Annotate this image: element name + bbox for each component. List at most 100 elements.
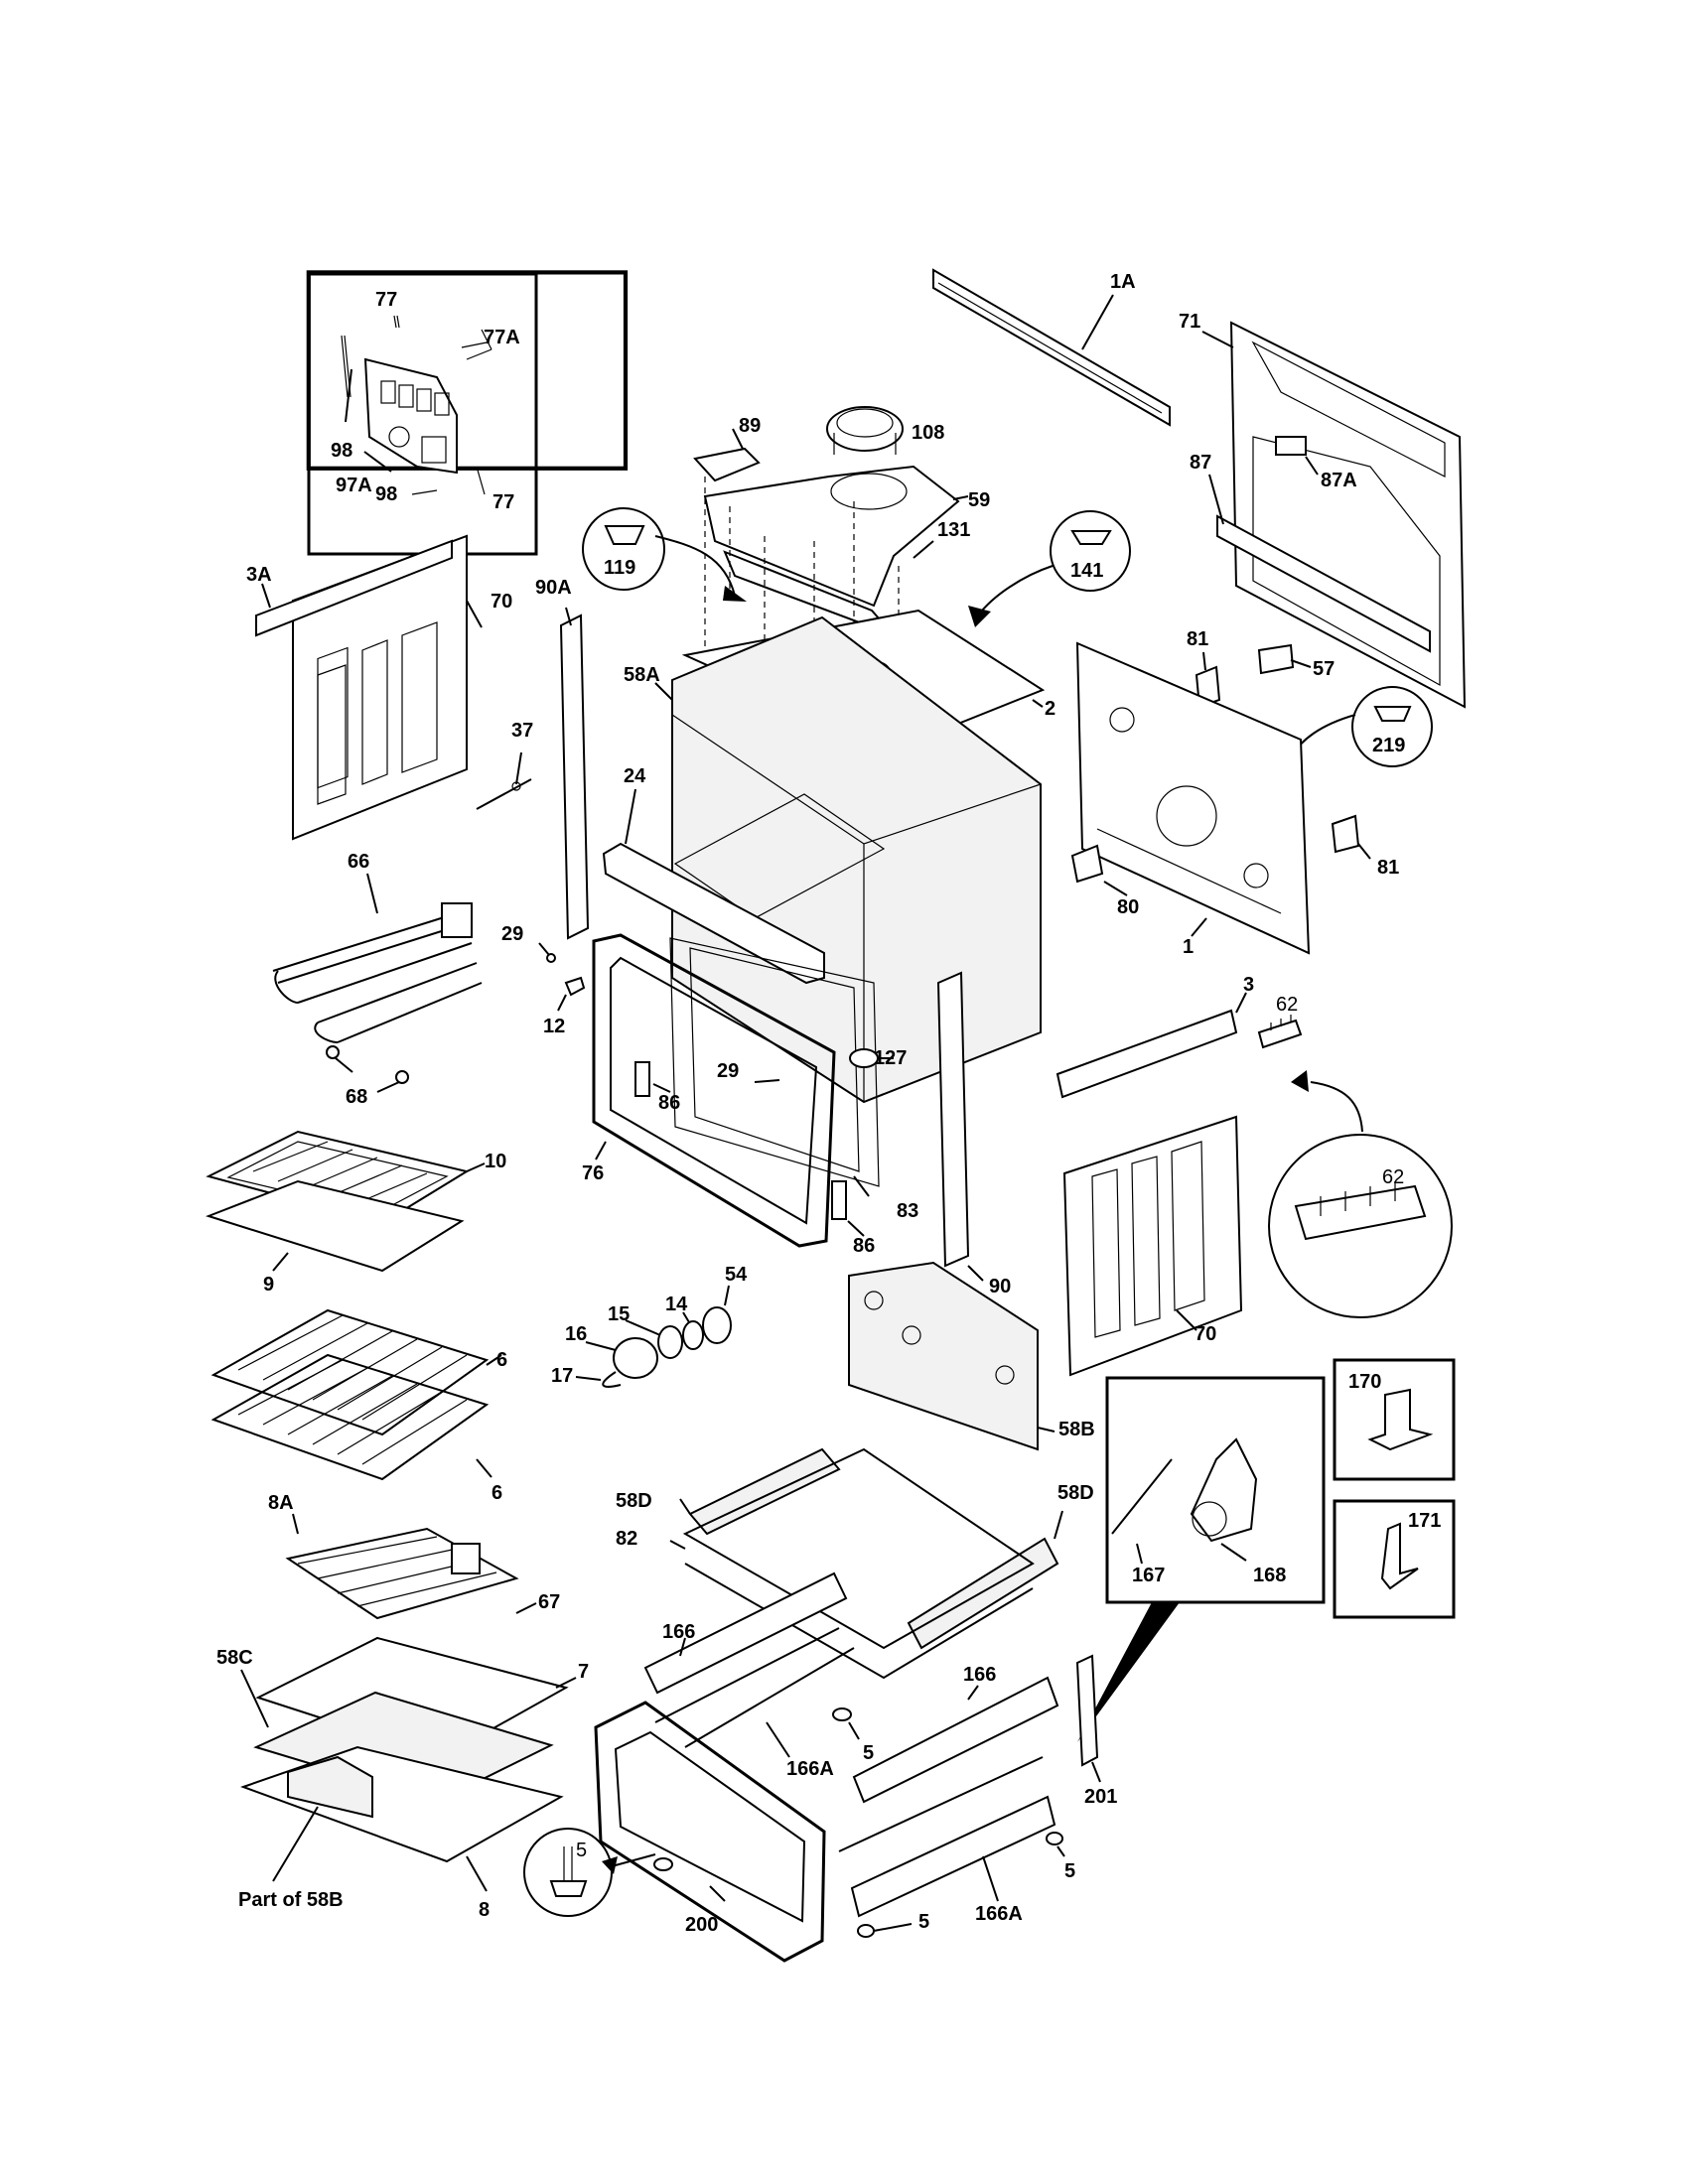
screw-29-center <box>754 1079 780 1083</box>
label-3a: 3A <box>246 564 272 586</box>
screw-29-left <box>538 942 556 963</box>
label-part-of-58b: Part of 58B <box>238 1889 344 1911</box>
lamp-holder-12 <box>557 976 586 1012</box>
bracket-201 <box>1075 1654 1101 1783</box>
label-29-left: 29 <box>501 923 523 945</box>
label-1: 1 <box>1183 936 1194 958</box>
label-166-left: 166 <box>662 1621 695 1643</box>
control-board <box>341 315 492 495</box>
label-6-lower: 6 <box>492 1482 502 1504</box>
inner-liner <box>669 937 880 1187</box>
label-71: 71 <box>1179 311 1200 333</box>
label-58c: 58C <box>216 1647 253 1669</box>
insulation-58d-right <box>907 1510 1063 1650</box>
bracket-81-right <box>1331 814 1371 860</box>
top-rail-1a <box>932 268 1171 427</box>
label-70-left: 70 <box>491 591 512 613</box>
label-3: 3 <box>1243 974 1254 996</box>
bottom-pan-8 <box>240 1745 564 1892</box>
label-2: 2 <box>1045 698 1055 720</box>
label-170: 170 <box>1348 1371 1381 1393</box>
label-80: 80 <box>1117 896 1139 918</box>
wire-17 <box>575 1371 622 1388</box>
hinge-86-lower <box>831 1180 865 1237</box>
callout-62 <box>1268 1070 1453 1318</box>
inset-167-168 <box>1077 1376 1326 1742</box>
label-62-circle: 62 <box>1382 1166 1404 1188</box>
element-66 <box>272 873 483 1043</box>
label-1a: 1A <box>1110 271 1136 293</box>
foot-5-bottom <box>857 1923 913 1938</box>
terminal-block-62 <box>1257 1015 1303 1049</box>
label-10: 10 <box>485 1151 506 1172</box>
label-168: 168 <box>1253 1565 1286 1586</box>
lamp-lens-54 <box>702 1285 732 1344</box>
label-87a: 87A <box>1321 470 1357 491</box>
label-5-center: 5 <box>863 1742 874 1764</box>
label-81-right: 81 <box>1377 857 1399 879</box>
broil-pan-9 <box>205 1179 465 1273</box>
dashed-leaders-top <box>704 477 900 675</box>
bracket-87a <box>1275 436 1319 476</box>
label-58a: 58A <box>624 664 660 686</box>
insulation-58b <box>848 1261 1055 1451</box>
front-frame-76 <box>592 933 836 1248</box>
bracket-87 <box>1208 474 1431 653</box>
frame-24 <box>602 788 825 985</box>
label-200: 200 <box>685 1914 718 1936</box>
label-15: 15 <box>608 1303 630 1325</box>
label-54: 54 <box>725 1264 748 1286</box>
slide-166-left <box>643 1571 848 1695</box>
label-166a-center: 166A <box>786 1758 834 1780</box>
sensor-37 <box>476 751 532 810</box>
rack-6-upper <box>211 1308 502 1436</box>
label-58d-right: 58D <box>1057 1482 1094 1504</box>
back-panel-71 <box>1201 321 1467 709</box>
label-166a-bottom: 166A <box>975 1903 1023 1925</box>
fan-housing-108 <box>826 406 904 455</box>
label-108: 108 <box>912 422 944 444</box>
rack-6-lower <box>211 1353 492 1481</box>
label-166-right: 166 <box>963 1664 996 1686</box>
label-127: 127 <box>874 1047 907 1069</box>
label-68: 68 <box>346 1086 367 1108</box>
clips-68 <box>326 1045 409 1093</box>
label-77a: 77A <box>484 327 520 348</box>
label-58b: 58B <box>1058 1419 1095 1440</box>
bake-element-8a-67 <box>285 1513 537 1620</box>
label-219: 219 <box>1372 735 1405 756</box>
callout-141 <box>968 510 1131 627</box>
label-86-lower: 86 <box>853 1235 875 1257</box>
label-5-callout: 5 <box>576 1840 587 1861</box>
slide-166a-bottom <box>838 1756 1056 1918</box>
bulb-15 <box>625 1319 683 1359</box>
bracket-80 <box>1070 844 1128 896</box>
label-5-bottom: 5 <box>918 1911 929 1933</box>
hinge-86-upper <box>634 1061 671 1097</box>
trim-strip-90a <box>559 607 590 940</box>
label-9: 9 <box>263 1274 274 1296</box>
bracket-57 <box>1257 643 1312 675</box>
insulation-58d-left <box>679 1447 841 1536</box>
trim-3 <box>1055 992 1247 1099</box>
trim-strip-90 <box>936 971 984 1282</box>
panel-83 <box>853 1175 870 1197</box>
label-7: 7 <box>578 1661 589 1683</box>
label-29-center: 29 <box>717 1060 739 1082</box>
drawer-frame-200 <box>594 1627 855 1963</box>
label-87: 87 <box>1190 452 1211 474</box>
inset-170 <box>1333 1358 1456 1481</box>
label-167: 167 <box>1132 1565 1165 1586</box>
label-98-left: 98 <box>331 440 352 462</box>
label-81-top: 81 <box>1187 628 1208 650</box>
label-62-top: 62 <box>1276 994 1298 1016</box>
label-131: 131 <box>937 519 970 541</box>
thermostat-89 <box>693 428 761 482</box>
back-panel-1 <box>1075 641 1311 955</box>
label-14: 14 <box>665 1294 688 1315</box>
gasket-14 <box>682 1311 704 1350</box>
label-76: 76 <box>582 1162 604 1184</box>
label-141: 141 <box>1070 560 1103 582</box>
label-37: 37 <box>511 720 533 742</box>
label-98-bottom: 98 <box>375 483 397 505</box>
